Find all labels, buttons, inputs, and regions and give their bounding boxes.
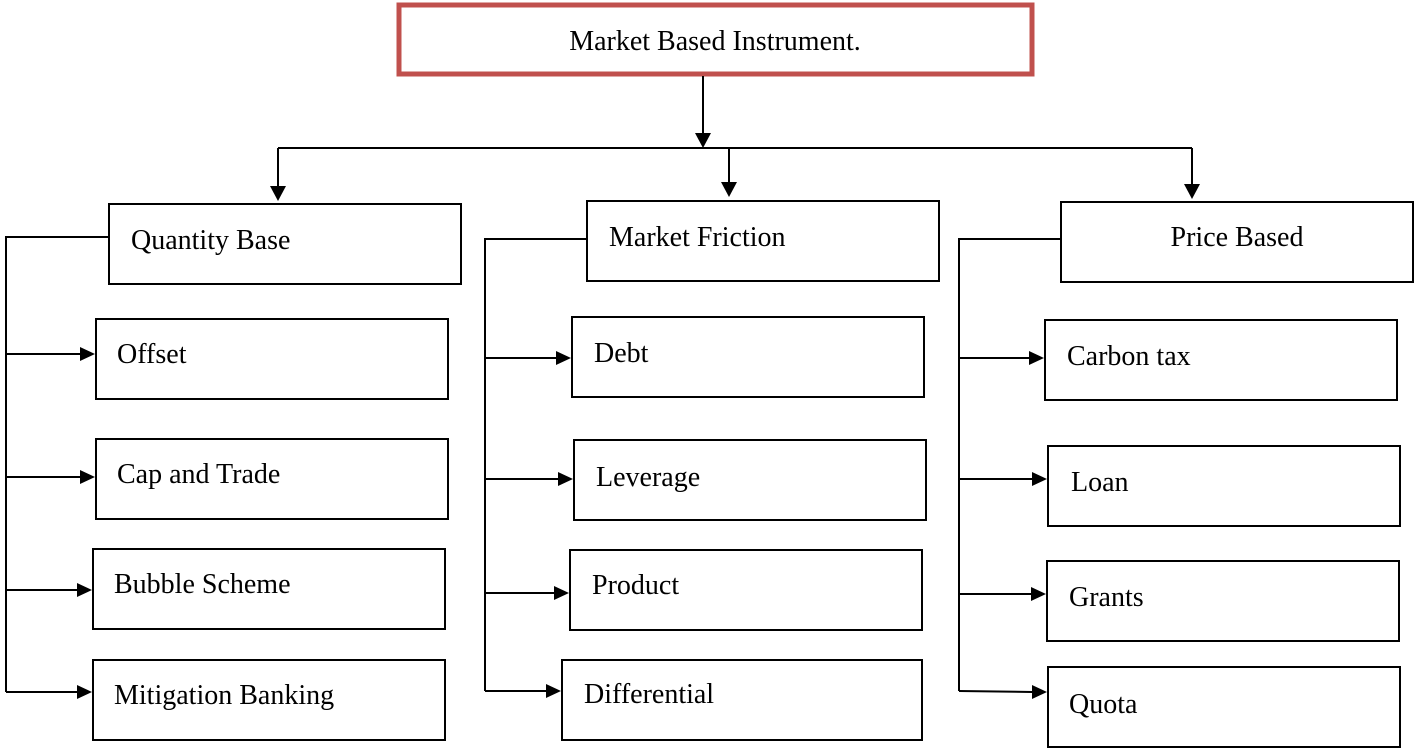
item-label-grants: Grants [1069,582,1144,613]
item-box [1047,445,1401,527]
item-arrow [1032,472,1047,486]
category-label-market-friction: Market Friction [609,222,786,253]
category-label-price-based: Price Based [1171,222,1304,253]
category-box-quantity-base [108,203,462,285]
item-label-offset: Offset [117,339,187,370]
item-arrow [80,470,95,484]
item-box [1046,560,1400,642]
branch-arrow-price [1184,184,1200,199]
item-box [571,316,925,398]
item-box [1047,666,1401,748]
item-label-debt: Debt [594,338,649,369]
item-box [569,549,923,631]
item-arrow [80,347,95,361]
branch-arrow-friction [721,182,737,197]
item-arrow [77,583,92,597]
root-box [396,2,1035,77]
category-label-quantity-base: Quantity Base [131,225,290,256]
item-arrow [77,685,92,699]
item-arrow [1029,351,1044,365]
item-connector [958,690,1033,693]
item-label-carbon-tax: Carbon tax [1067,341,1191,372]
item-label-mitigation-banking: Mitigation Banking [114,680,334,711]
item-arrow [554,586,569,600]
item-arrow [1031,587,1046,601]
item-label-cap-and-trade: Cap and Trade [117,459,280,490]
category-box-price-based [1060,201,1414,283]
spine-price-based [958,238,1061,691]
column-price-based: Price Based Carbon tax Loan Grants Quota [958,201,1414,748]
spine-market-friction [484,238,587,691]
item-box [95,438,449,520]
item-arrow [558,472,573,486]
root-label: Market Based Instrument. [569,26,861,57]
item-label-loan: Loan [1071,467,1129,498]
item-label-quota: Quota [1069,689,1138,720]
item-box [95,318,449,400]
item-box [573,439,927,521]
spine-quantity-base [5,236,109,692]
category-box-market-friction [586,200,940,282]
column-quantity-base: Quantity Base Offset Cap and Trade Bubbl… [5,203,462,741]
item-arrow [1032,685,1047,699]
item-label-leverage: Leverage [596,462,700,493]
item-box [561,659,923,741]
item-box [92,659,446,741]
item-label-differential: Differential [584,679,714,710]
item-box [1044,319,1398,401]
root-arrow [695,133,711,148]
item-label-product: Product [592,570,679,601]
item-label-bubble-scheme: Bubble Scheme [114,569,291,600]
column-market-friction: Market Friction Debt Leverage Product Di… [484,200,940,741]
item-arrow [556,351,571,365]
branch-arrow-quantity [270,186,286,201]
item-box [92,548,446,630]
item-arrow [546,684,561,698]
